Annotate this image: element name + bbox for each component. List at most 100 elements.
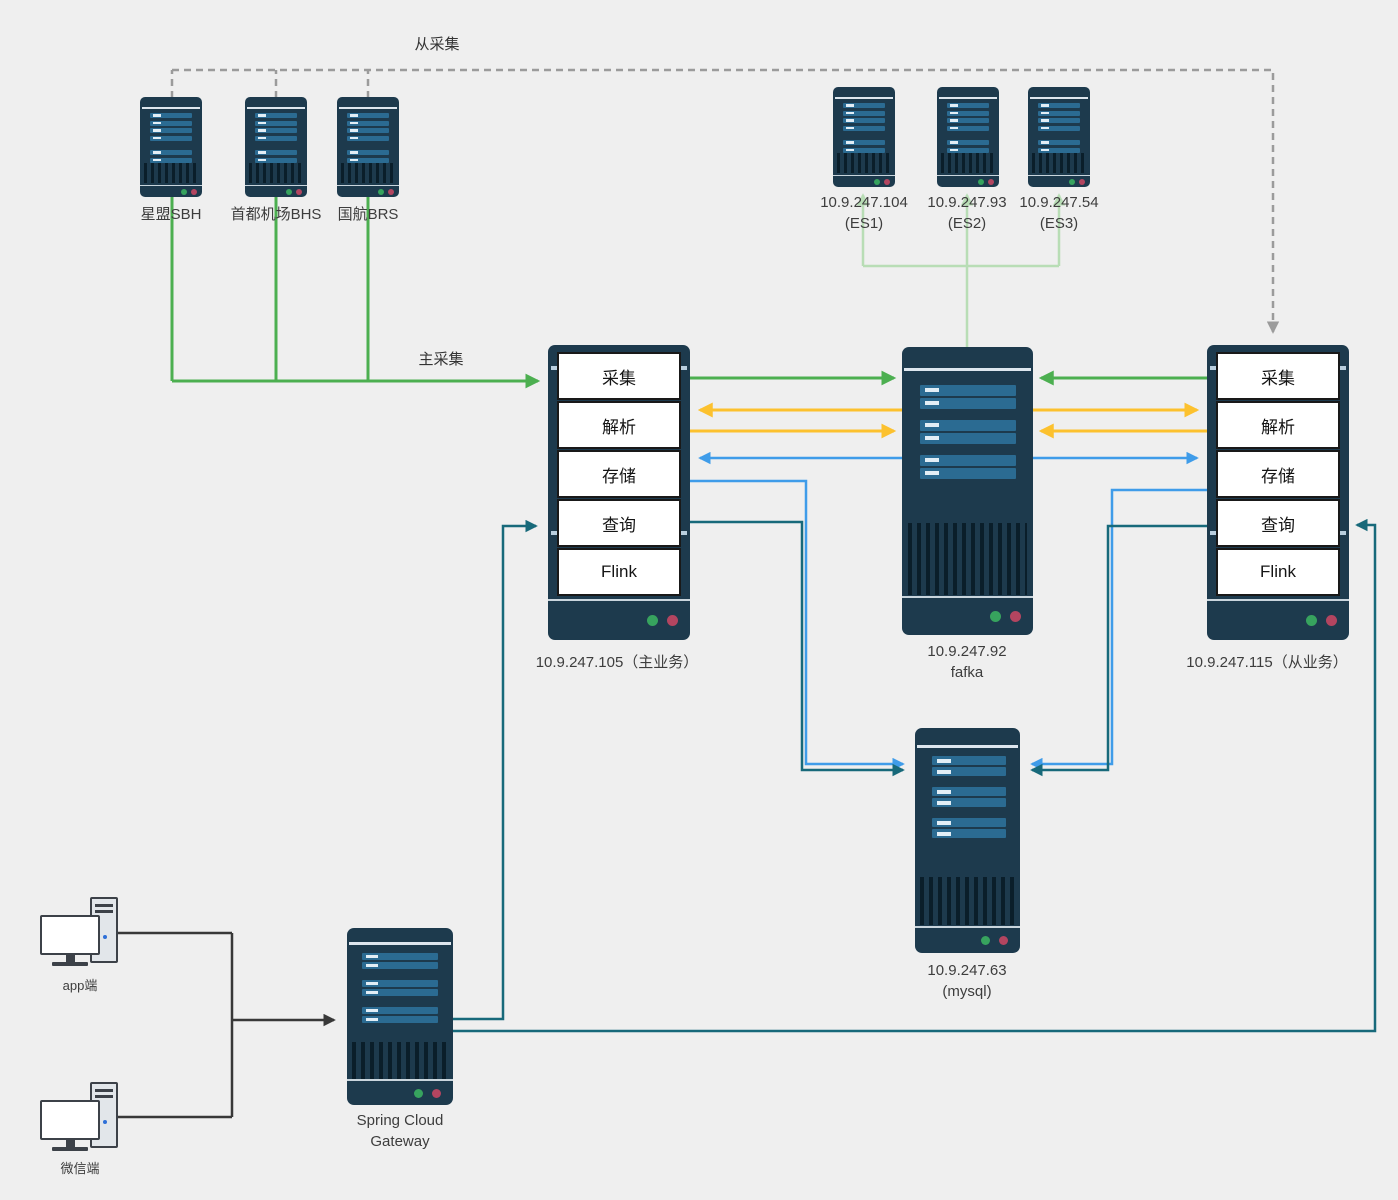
server-topline [142,107,200,109]
server-topline [904,368,1031,371]
led-red-icon [1079,178,1085,185]
kafka-ip: 10.9.247.92 [927,643,1007,660]
client-app-node [40,897,118,983]
server-topline [349,942,451,945]
server-disk-bars [150,113,192,163]
service-slot-collect: 采集 [557,352,681,400]
label-source-capital-airport: 首都机场BHS [230,206,322,223]
flow-primary-collect-stubs [170,197,370,381]
led-red-icon [432,1088,441,1098]
server-foot [337,185,399,197]
service-slot-store: 存储 [1216,450,1340,498]
led-green-icon [378,188,384,195]
source-server-xingmeng [140,97,202,197]
server-foot [347,1079,453,1105]
monitor-icon [40,1100,100,1140]
source-server-airchina [337,97,399,197]
server-disk-bars [347,113,389,163]
label-gateway: Spring Cloud Gateway [357,1110,444,1152]
server-vent [341,163,395,183]
standby-business-server: 采集 解析 存储 查询 Flink [1207,345,1349,640]
led-green-icon [181,188,187,195]
led-red-icon [667,615,678,626]
label-es2: 10.9.247.93 (ES2) [927,192,1006,234]
flow-secondary-collect-stubs [170,70,370,98]
led-red-icon [999,936,1008,945]
mysql-ip: 10.9.247.63 [927,962,1007,979]
service-slot-parse: 解析 [1216,401,1340,449]
es2-ip: 10.9.247.93 [927,194,1007,211]
label-source-airchina: 国航BRS [337,206,399,223]
es2-name: (ES2) [947,215,987,232]
server-vent [837,153,891,173]
server-vent [941,153,995,173]
led-red-icon [884,178,890,185]
client-wechat-node [40,1082,118,1168]
led-red-icon [1326,615,1337,626]
flow-kafka-es-trunk [863,264,1059,347]
server-foot [1028,175,1090,187]
server-disk-bars [1038,103,1080,153]
mysql-server [915,728,1020,953]
server-foot [140,185,202,197]
flow-secondary-collect-line [172,68,1280,334]
server-disk-bars [920,385,1016,479]
led-red-icon [1010,611,1021,622]
led-red-icon [191,188,197,195]
es1-ip: 10.9.247.104 [820,194,908,211]
service-stack: 采集 解析 存储 查询 Flink [557,352,681,596]
label-kafka: 10.9.247.92 fafka [927,641,1006,683]
led-green-icon [1069,178,1075,185]
server-foot [245,185,307,197]
es3-ip: 10.9.247.54 [1019,194,1099,211]
primary-business-server: 采集 解析 存储 查询 Flink [548,345,690,640]
server-topline [939,97,997,99]
es3-name: (ES3) [1039,215,1079,232]
led-green-icon [978,178,984,185]
server-disk-bars [947,103,989,153]
source-server-capital-airport [245,97,307,197]
label-client-app: app端 [62,978,98,993]
flow-gateway-to-standby [453,518,1377,1033]
service-slot-query: 查询 [557,499,681,547]
server-foot [1207,599,1349,640]
led-green-icon [414,1088,423,1098]
es1-name: (ES1) [844,215,884,232]
led-green-icon [981,936,990,945]
gateway-server [347,928,453,1105]
monitor-stand [66,955,75,962]
flow-primary-storage-to-mysql [690,479,905,771]
server-foot [937,175,999,187]
server-vent [920,877,1015,925]
label-secondary-collect: 从采集 [414,36,460,53]
led-red-icon [988,178,994,185]
service-slot-query: 查询 [1216,499,1340,547]
service-stack: 采集 解析 存储 查询 Flink [1216,352,1340,596]
server-vent [1032,153,1086,173]
server-topline [339,107,397,109]
label-primary-collect: 主采集 [418,351,464,368]
led-green-icon [286,188,292,195]
service-slot-flink: Flink [1216,548,1340,596]
kafka-server [902,347,1033,635]
led-green-icon [1306,615,1317,626]
label-es3: 10.9.247.54 (ES3) [1019,192,1098,234]
server-topline [917,745,1018,748]
server-vent [908,523,1027,595]
flow-primary-query-to-mysql [690,520,905,777]
led-red-icon [296,188,302,195]
led-green-icon [990,611,1001,622]
server-vent [249,163,303,183]
monitor-base [52,962,88,966]
label-es1: 10.9.247.104 (ES1) [820,192,908,234]
flow-clients-merge [115,931,234,1119]
label-source-xingmeng: 星盟SBH [140,206,202,223]
server-topline [247,107,305,109]
server-vent [144,163,198,183]
label-client-wechat: 微信端 [60,1161,100,1176]
service-slot-store: 存储 [557,450,681,498]
server-topline [835,97,893,99]
led-green-icon [874,178,880,185]
server-foot [902,596,1033,635]
